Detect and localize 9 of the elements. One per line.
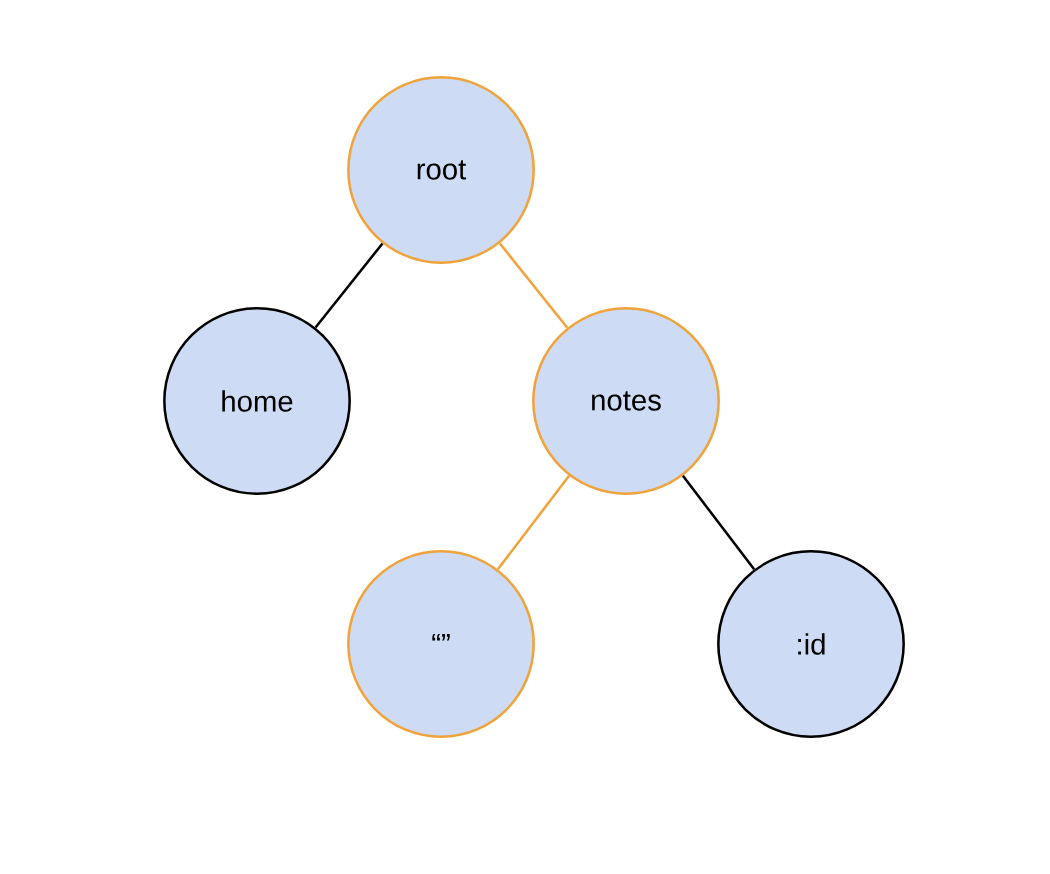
connector-line [681, 474, 756, 571]
circle-node: “” [347, 550, 535, 738]
connector-line [496, 474, 571, 571]
connector-line [498, 242, 569, 329]
circle-node: home [163, 307, 351, 495]
circle-node: root [347, 76, 535, 264]
connector-line [314, 242, 384, 329]
circle-node: notes [532, 307, 720, 495]
circle-node: :id [717, 550, 905, 738]
